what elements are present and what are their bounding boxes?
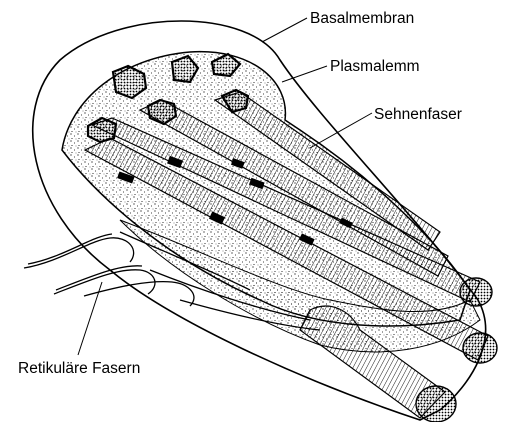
leader-retikulaere-fasern — [78, 282, 102, 355]
leader-basalmembran — [262, 18, 307, 42]
label-basalmembran: Basalmembran — [310, 10, 414, 27]
label-retikulaere-fasern: Retikuläre Fasern — [18, 360, 140, 377]
label-sehnenfaser: Sehnenfaser — [374, 106, 462, 123]
label-plasmalemm: Plasmalemm — [330, 58, 420, 75]
